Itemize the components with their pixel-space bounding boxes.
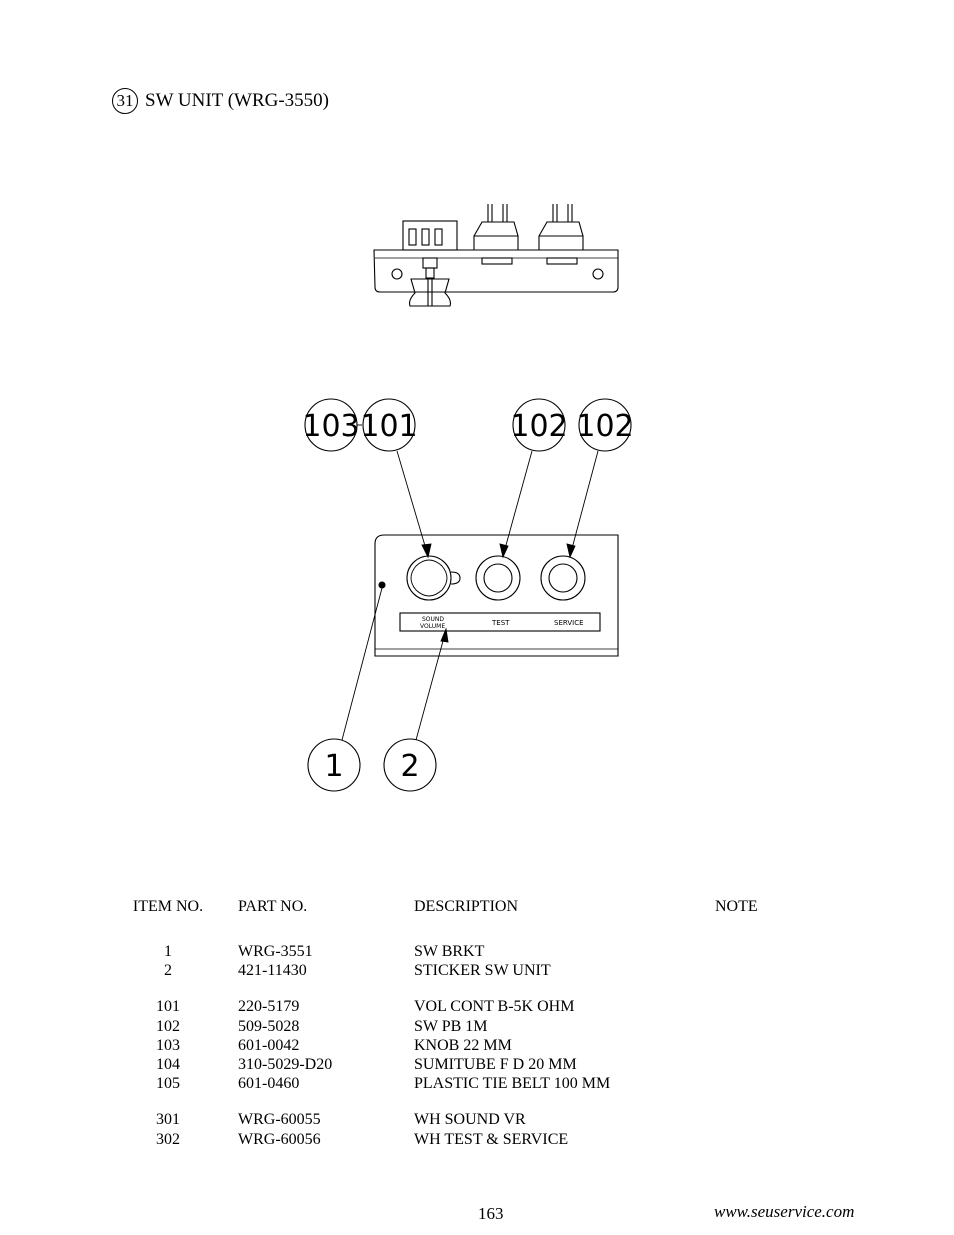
description: SUMITUBE F D 20 MM: [414, 1055, 577, 1073]
section-title: 31 SW UNIT (WRG-3550): [112, 86, 329, 116]
description: STICKER SW UNIT: [414, 962, 551, 980]
callout-102-test-label: 102: [510, 409, 567, 444]
item-no: 2: [164, 962, 172, 980]
item-no: 301: [156, 1111, 180, 1129]
item-no: 105: [156, 1075, 180, 1093]
description: SW BRKT: [414, 943, 485, 960]
front-view-drawing: SOUND VOLUME TEST SERVICE: [374, 534, 619, 657]
description: WH SOUND VR: [414, 1111, 526, 1129]
table-row: 104 310-5029-D20 SUMITUBE F D 20 MM: [128, 1056, 828, 1075]
page-number: 163: [478, 1204, 504, 1223]
part-no: 601-0042: [238, 1036, 300, 1054]
sticker-sound-label: SOUND: [422, 616, 444, 623]
part-no: WRG-3551: [238, 943, 313, 960]
callout-1: 1: [307, 738, 361, 792]
parts-diagram: SOUND VOLUME TEST SERVICE 103 101 102 10…: [302, 204, 634, 792]
part-no: WRG-60056: [238, 1130, 321, 1148]
table-header-row: ITEM NO. PART NO. DESCRIPTION NOTE: [128, 898, 828, 926]
item-no: 101: [156, 998, 180, 1016]
callout-102-test: 102: [510, 398, 568, 452]
callout-2-label: 2: [400, 749, 419, 784]
item-no: 103: [156, 1036, 180, 1054]
table-row: 105 601-0460 PLASTIC TIE BELT 100 MM: [128, 1075, 828, 1094]
item-no: 302: [156, 1130, 180, 1148]
callout-103: 103: [302, 398, 360, 452]
sticker-test-label: TEST: [491, 619, 510, 627]
sticker-service-label: SERVICE: [554, 619, 584, 627]
part-no: 601-0460: [238, 1075, 300, 1093]
sticker-volume-label: VOLUME: [420, 623, 445, 630]
description: PLASTIC TIE BELT 100 MM: [414, 1075, 611, 1093]
callout-1-label: 1: [324, 749, 343, 784]
table-row: 102 509-5028 SW PB 1M: [128, 1018, 828, 1037]
part-no: 220-5179: [238, 998, 300, 1016]
part-no: 509-5028: [238, 1017, 300, 1035]
leader-lines: [341, 424, 599, 741]
header-item-no: ITEM NO.: [132, 898, 204, 915]
table-row: 101 220-5179 VOL CONT B-5K OHM: [128, 998, 828, 1017]
table-row: 103 601-0042 KNOB 22 MM: [128, 1037, 828, 1056]
part-no: 421-11430: [238, 962, 307, 980]
header-part-no: PART NO.: [238, 898, 308, 915]
item-no: 104: [156, 1055, 180, 1073]
website-url: www.seuservice.com: [714, 1202, 855, 1221]
item-no: 102: [156, 1017, 180, 1035]
table-row: 301 WRG-60055 WH SOUND VR: [128, 1111, 828, 1130]
callout-102-service-label: 102: [576, 409, 633, 444]
callout-103-label: 103: [302, 409, 359, 444]
table-row: 1 WRG-3551 SW BRKT: [128, 943, 828, 962]
parts-table: ITEM NO. PART NO. DESCRIPTION NOTE 1 WRG…: [128, 898, 828, 1150]
bracket-hole-dot: [378, 581, 386, 589]
description: SW PB 1M: [414, 1017, 488, 1035]
table-row: 2 421-11430 STICKER SW UNIT: [128, 962, 828, 981]
part-no: 310-5029-D20: [238, 1055, 333, 1073]
section-title-text: SW UNIT (WRG-3550): [145, 90, 329, 111]
sticker-panel: [399, 612, 601, 632]
side-view-drawing: [373, 204, 619, 307]
header-note: NOTE: [715, 898, 758, 915]
callout-101-label: 101: [360, 409, 417, 444]
callout-2: 2: [383, 738, 437, 792]
item-no: 1: [164, 943, 172, 960]
description: VOL CONT B-5K OHM: [414, 998, 575, 1016]
callout-101: 101: [360, 398, 418, 452]
description: WH TEST & SERVICE: [414, 1130, 569, 1148]
part-no: WRG-60055: [238, 1111, 321, 1129]
callout-102-service: 102: [576, 398, 634, 452]
header-description: DESCRIPTION: [414, 898, 519, 915]
section-number-badge: 31: [112, 88, 138, 114]
table-row: 302 WRG-60056 WH TEST & SERVICE: [128, 1131, 828, 1150]
description: KNOB 22 MM: [414, 1036, 512, 1054]
